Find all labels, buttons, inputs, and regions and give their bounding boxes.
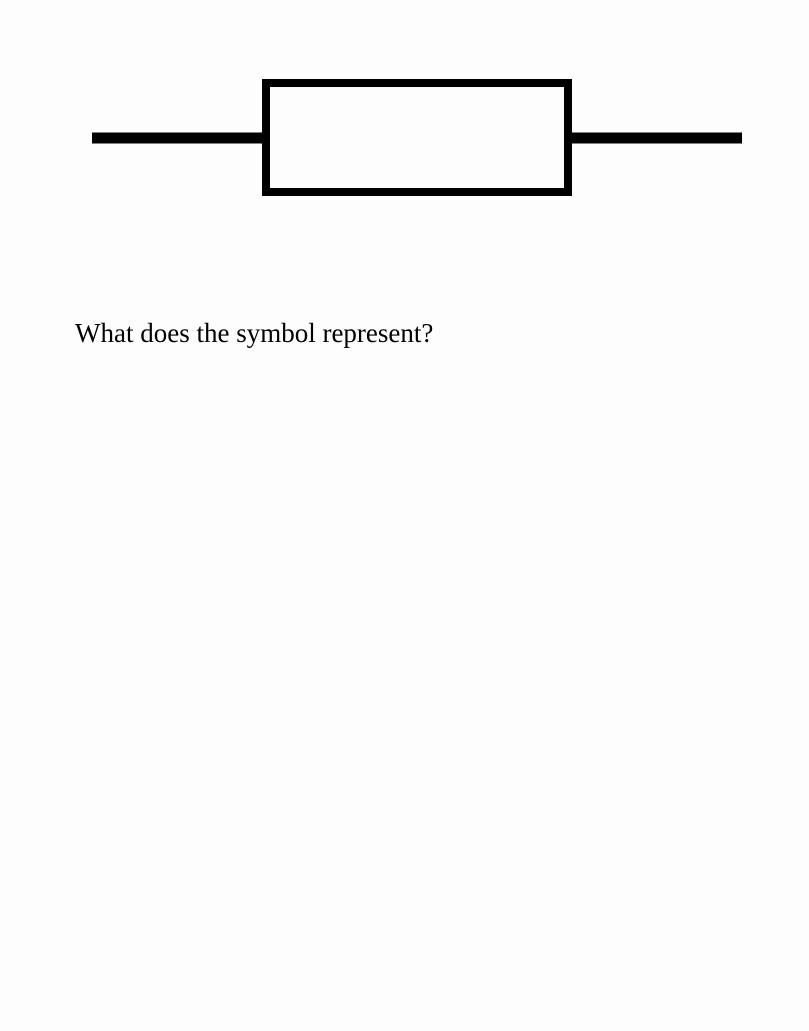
- question-text: What does the symbol represent?: [75, 318, 434, 348]
- resistor-symbol: [92, 79, 742, 196]
- resistor-body: [262, 79, 572, 196]
